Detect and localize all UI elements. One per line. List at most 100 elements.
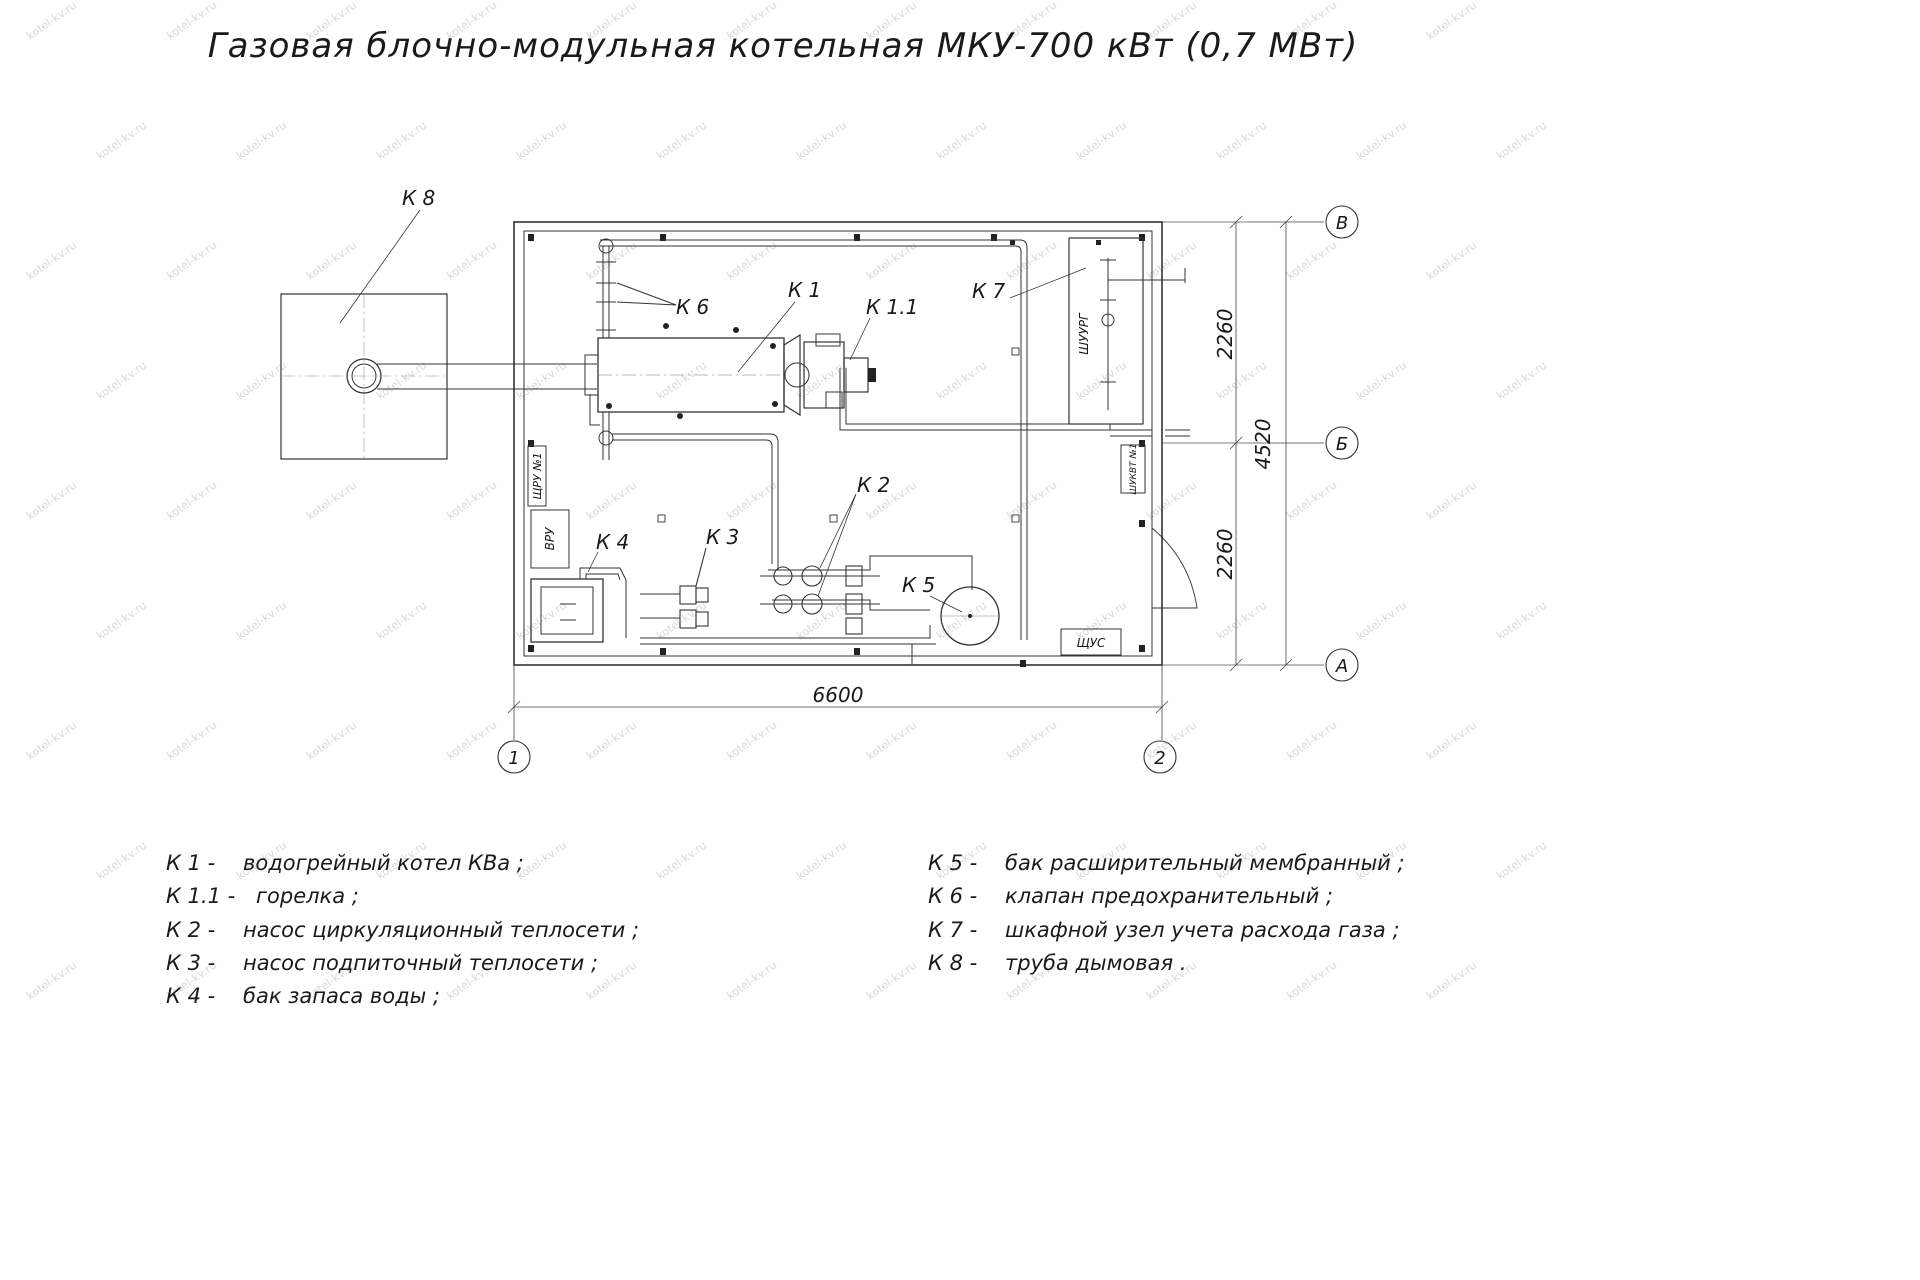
panel-shukvt-label: ШУКВТ №1 xyxy=(1129,443,1139,494)
chimney-k8 xyxy=(280,209,597,460)
axis-2-label: 2 xyxy=(1154,748,1165,769)
watermark-text: kotel-kv.ru xyxy=(374,119,429,163)
callout-k1: К 1 xyxy=(788,278,821,302)
callout-k8: К 8 xyxy=(402,186,435,210)
watermark-text: kotel-kv.ru xyxy=(1284,719,1339,763)
watermark-text: kotel-kv.ru xyxy=(374,359,429,403)
watermark-text: kotel-kv.ru xyxy=(934,359,989,403)
legend-right: К 5 - бак расширительный мембранный ; К … xyxy=(928,851,1405,975)
panel-shchru xyxy=(527,445,547,507)
watermark-text: kotel-kv.ru xyxy=(164,479,219,523)
legend-text: клапан предохранительный ; xyxy=(1005,884,1333,908)
expansion-tank-k5 xyxy=(929,586,1000,646)
watermark-text: kotel-kv.ru xyxy=(864,719,919,763)
legend-code: К 1.1 - xyxy=(166,884,235,908)
watermark-text: kotel-kv.ru xyxy=(94,839,149,883)
axis-markers xyxy=(497,205,1359,774)
watermark-text: kotel-kv.ru xyxy=(584,239,639,283)
callout-k6: К 6 xyxy=(676,295,709,319)
watermark-text: kotel-kv.ru xyxy=(94,119,149,163)
legend-item: К 8 - труба дымовая . xyxy=(928,951,1187,975)
legend-item: К 1 - водогрейный котел КВа ; xyxy=(166,851,524,875)
legend-code: К 8 - xyxy=(928,951,977,975)
watermark-text: kotel-kv.ru xyxy=(794,839,849,883)
watermark-text: kotel-kv.ru xyxy=(794,119,849,163)
watermark-text: kotel-kv.ru xyxy=(1004,719,1059,763)
water-tank-k4 xyxy=(530,551,627,643)
watermark-text: kotel-kv.ru xyxy=(1214,359,1269,403)
watermark-text: kotel-kv.ru xyxy=(1494,599,1549,643)
legend-text: бак расширительный мембранный ; xyxy=(1005,851,1405,875)
circulation-pumps-k2 xyxy=(760,493,880,635)
watermark-text: kotel-kv.ru xyxy=(234,119,289,163)
dim-upper-depth: 2260 xyxy=(1213,309,1237,360)
legend-code: К 5 - xyxy=(928,851,977,875)
watermark-text: kotel-kv.ru xyxy=(234,599,289,643)
watermark-text: kotel-kv.ru xyxy=(1494,839,1549,883)
axis-1-label: 1 xyxy=(508,748,519,769)
watermark-text: kotel-kv.ru xyxy=(1004,239,1059,283)
panel-shukvt xyxy=(1120,444,1146,494)
dimension-lines xyxy=(507,215,1324,740)
legend-text: бак запаса воды ; xyxy=(243,984,440,1008)
watermark-text: kotel-kv.ru xyxy=(654,119,709,163)
legend-left: К 1 - водогрейный котел КВа ; К 1.1 - го… xyxy=(166,851,639,1008)
drawing-title: Газовая блочно-модульная котельная МКУ-7… xyxy=(208,26,1359,66)
dim-total-depth: 4520 xyxy=(1251,419,1275,470)
watermark-text: kotel-kv.ru xyxy=(94,359,149,403)
watermark-text: kotel-kv.ru xyxy=(864,959,919,1003)
watermark-text: kotel-kv.ru xyxy=(1354,599,1409,643)
legend-code: К 4 - xyxy=(166,984,215,1008)
axis-a-label: А xyxy=(1335,656,1348,677)
gas-metering-cabinet xyxy=(1068,237,1186,425)
watermark-text: kotel-kv.ru xyxy=(514,359,569,403)
watermark-text: kotel-kv.ru xyxy=(24,719,79,763)
watermark-text: kotel-kv.ru xyxy=(304,479,359,523)
legend-code: К 2 - xyxy=(166,918,215,942)
legend-item: К 7 - шкафной узел учета расхода газа ; xyxy=(928,918,1400,942)
callout-k7: К 7 xyxy=(972,279,1006,303)
panel-shuurg-label: ШУУРГ xyxy=(1077,312,1091,355)
watermark-text: kotel-kv.ru xyxy=(584,719,639,763)
watermark-text: kotel-kv.ru xyxy=(1354,359,1409,403)
watermark-text: kotel-kv.ru xyxy=(514,599,569,643)
watermark-text: kotel-kv.ru xyxy=(1424,239,1479,283)
legend-code: К 6 - xyxy=(928,884,977,908)
watermark-text: kotel-kv.ru xyxy=(24,239,79,283)
watermark-text: kotel-kv.ru xyxy=(1284,479,1339,523)
watermark-text: kotel-kv.ru xyxy=(1284,239,1339,283)
legend-text: горелка ; xyxy=(256,884,359,908)
axis-b-label: Б xyxy=(1336,434,1348,455)
callout-k3: К 3 xyxy=(706,525,739,549)
watermark-text: kotel-kv.ru xyxy=(934,119,989,163)
watermark-text: kotel-kv.ru xyxy=(444,479,499,523)
panel-shchus-label: ЩУС xyxy=(1077,636,1106,650)
watermark-text: kotel-kv.ru xyxy=(1004,479,1059,523)
panel-shchus xyxy=(1060,628,1122,656)
watermark-text: kotel-kv.ru xyxy=(1494,359,1549,403)
watermark-text: kotel-kv.ru xyxy=(1494,119,1549,163)
watermark-text: kotel-kv.ru xyxy=(24,0,79,42)
watermark-text: kotel-kv.ru xyxy=(654,599,709,643)
legend-text: труба дымовая . xyxy=(1005,951,1187,975)
legend-text: насос циркуляционный теплосети ; xyxy=(243,918,639,942)
watermark-text: kotel-kv.ru xyxy=(1214,599,1269,643)
watermark-text: kotel-kv.ru xyxy=(1354,119,1409,163)
watermark-text: kotel-kv.ru xyxy=(164,239,219,283)
callout-k4: К 4 xyxy=(596,530,629,554)
watermark-text: kotel-kv.ru xyxy=(724,959,779,1003)
panel-vru-label: ВРУ xyxy=(543,527,557,550)
watermark-text: kotel-kv.ru xyxy=(94,599,149,643)
legend-item: К 6 - клапан предохранительный ; xyxy=(928,884,1333,908)
watermark-text: kotel-kv.ru xyxy=(164,719,219,763)
watermark-text: kotel-kv.ru xyxy=(1074,119,1129,163)
boiler-plan-drawing: kotel-kv.ru kotel-kv.ru kotel-kv.ru kotel-k… xyxy=(24,0,1549,1008)
legend-code: К 7 - xyxy=(928,918,977,942)
building-outline xyxy=(513,221,1248,667)
legend-code: К 1 - xyxy=(166,851,215,875)
callout-k2: К 2 xyxy=(857,473,890,497)
legend-item: К 1.1 - горелка ; xyxy=(166,884,359,908)
axis-v-label: В xyxy=(1336,213,1348,234)
watermark-text: kotel-kv.ru xyxy=(864,239,919,283)
legend-item: К 2 - насос циркуляционный теплосети ; xyxy=(166,918,639,942)
